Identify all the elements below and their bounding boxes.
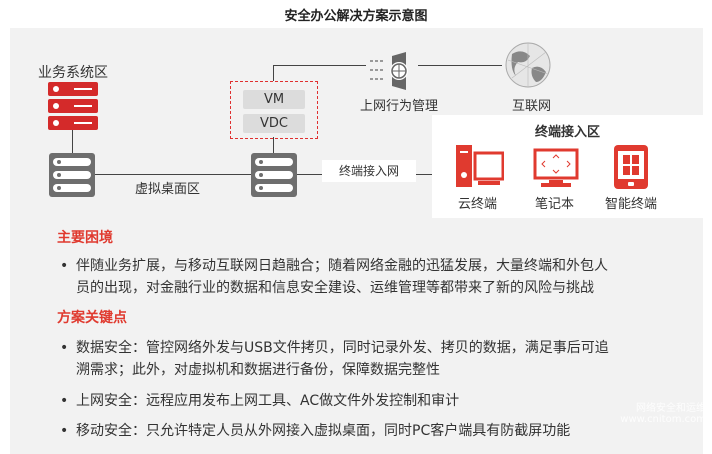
internet-label: 互联网	[512, 99, 552, 114]
bullet-text: 伴随业务扩展，与移动互联网日趋融合；随着网络金融的迅猛发展，大量终端和外包人员的…	[76, 255, 608, 299]
connector	[273, 65, 366, 66]
bullet-line: 数据安全：管控网络外发与USB文件拷贝，同时记录外发、拷贝的数据，满足事后可追	[76, 340, 609, 356]
server-icon	[251, 153, 297, 197]
bullet-dot: •	[60, 258, 69, 274]
connector	[273, 137, 274, 154]
bullet-dot: •	[60, 340, 69, 356]
connector	[418, 65, 502, 66]
terminal-label: 笔记本	[535, 197, 575, 212]
business-server-icon	[48, 82, 98, 130]
bullet-line: 伴随业务扩展，与移动互联网日趋融合；随着网络金融的迅猛发展，大量终端和外包人	[76, 258, 608, 274]
behavior-mgmt-label: 上网行为管理	[360, 99, 439, 114]
watermark-url: www.cnitom.com	[620, 414, 706, 425]
smart-terminal-icon	[614, 145, 648, 189]
bullet-text: 移动安全：只允许特定人员从外网接入虚拟桌面，同时PC客户端具有防截屏功能	[76, 423, 571, 439]
bullet-line: 溯需求；此外，对虚拟机和数据进行备份，保障数据完整性	[76, 362, 440, 378]
diagram-panel	[10, 28, 703, 454]
connector	[72, 130, 73, 154]
diagram-title: 安全办公解决方案示意图	[284, 9, 428, 24]
connector	[94, 174, 251, 175]
bullet-text: 上网安全：远程应用发布上网工具、AC做文件外发控制和审计	[76, 393, 460, 409]
cloud-terminal-icon	[456, 145, 504, 187]
terminal-label: 云终端	[458, 197, 498, 212]
connector	[273, 65, 274, 81]
vdesk-zone-label: 虚拟桌面区	[135, 182, 201, 197]
terminal-zone-title: 终端接入区	[534, 125, 600, 140]
vm-box: VM	[243, 90, 305, 109]
bullet-dot: •	[60, 423, 69, 439]
server-icon	[49, 153, 95, 197]
bullet-item: • 伴随业务扩展，与移动互联网日趋融合；随着网络金融的迅猛发展，大量终端和外包人…	[60, 255, 680, 299]
business-zone-label: 业务系统区	[38, 65, 108, 81]
vdc-box: VDC	[243, 114, 305, 133]
terminal-net-label: 终端接入网	[322, 160, 416, 182]
virtualization-box	[230, 81, 318, 139]
firewall-icon	[370, 52, 408, 90]
section-heading: 主要困境	[57, 230, 113, 246]
bullet-line: 员的出现，对金融行业的数据和信息安全建设、运维管理等都带来了新的风险与挑战	[76, 280, 594, 296]
terminal-label: 智能终端	[605, 197, 658, 212]
laptop-icon	[533, 148, 579, 187]
section-heading: 方案关键点	[57, 310, 127, 326]
watermark-text: 网络安全和运维	[636, 403, 706, 414]
globe-icon	[505, 42, 551, 88]
bullet-dot: •	[60, 393, 69, 409]
bullet-text: 数据安全：管控网络外发与USB文件拷贝，同时记录外发、拷贝的数据，满足事后可追溯…	[76, 337, 609, 381]
bullet-item: • 数据安全：管控网络外发与USB文件拷贝，同时记录外发、拷贝的数据，满足事后可…	[60, 337, 680, 381]
